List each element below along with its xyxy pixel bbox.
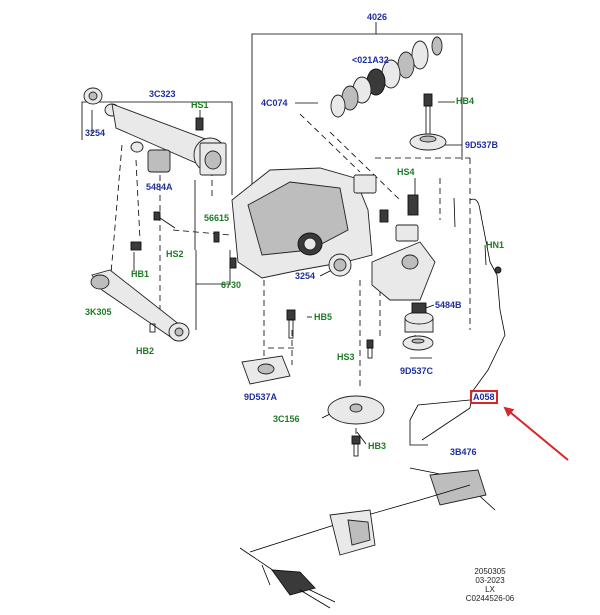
lower-arm	[90, 211, 190, 342]
label-5484b: 5484B	[435, 300, 462, 310]
stamp-line-4: C0244526-06	[465, 594, 515, 603]
label-5484a: 5484A	[146, 182, 173, 192]
label-021a32: <021A32	[352, 55, 389, 65]
stamp-line-1: 2050305	[474, 567, 506, 576]
label-4c074: 4C074	[261, 98, 288, 108]
label-hn1: HN1	[486, 240, 505, 250]
label-9d537a: 9D537A	[244, 392, 278, 402]
stamp-line-2: 03-2023	[475, 576, 505, 585]
breather-hose	[421, 198, 506, 441]
drawing-stamp: 2050305 03-2023 LX C0244526-06	[460, 567, 520, 603]
label-hs3: HS3	[337, 352, 355, 362]
label-3254-left: 3254	[85, 128, 106, 138]
label-56615: 56615	[204, 213, 230, 223]
label-hs2: HS2	[166, 249, 184, 259]
label-3c156: 3C156	[273, 414, 300, 424]
label-hs1: HS1	[191, 100, 209, 110]
differential-housing	[213, 167, 436, 301]
bearing-stack	[330, 36, 443, 118]
label-a058-highlighted: A058	[470, 390, 498, 404]
vehicle-overview	[239, 467, 496, 609]
label-hs4: HS4	[397, 167, 415, 177]
mount-stack	[402, 93, 447, 351]
lower-mounts	[241, 309, 385, 457]
label-3b476: 3B476	[450, 447, 477, 457]
stamp-line-3: LX	[485, 585, 495, 594]
label-9d537b: 9D537B	[465, 140, 499, 150]
label-hb3: HB3	[368, 441, 387, 451]
label-4026: 4026	[367, 12, 388, 22]
label-hb5: HB5	[314, 312, 333, 322]
tube-assembly	[83, 87, 227, 176]
label-6730: 6730	[221, 280, 242, 290]
label-hb4: HB4	[456, 96, 475, 106]
label-hb2: HB2	[136, 346, 155, 356]
label-3254-center: 3254	[295, 271, 316, 281]
label-9d537c: 9D537C	[400, 366, 434, 376]
label-hb1: HB1	[131, 269, 150, 279]
label-3k305: 3K305	[85, 307, 112, 317]
label-3c323: 3C323	[149, 89, 176, 99]
